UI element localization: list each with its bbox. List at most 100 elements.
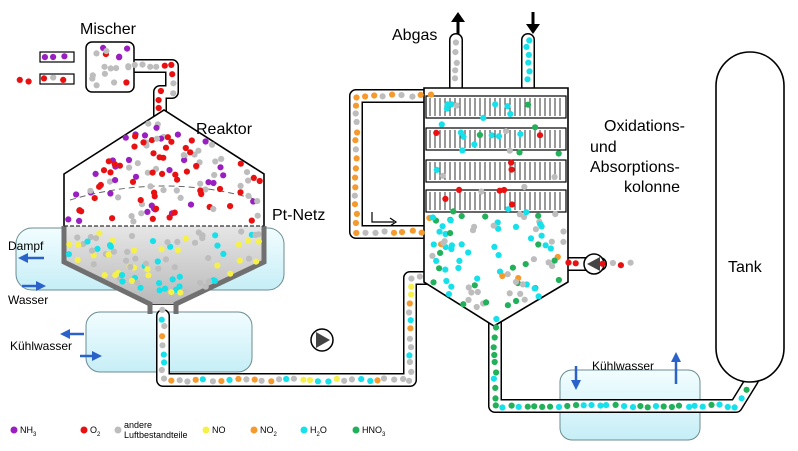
particle-no2 (251, 376, 258, 383)
particle-o2 (159, 170, 166, 177)
column-tray (425, 189, 567, 213)
legend-h2o-sub: 2 (317, 432, 321, 438)
particle-h2o (199, 376, 206, 383)
particle-hno3 (430, 279, 437, 286)
particle-air (159, 342, 166, 349)
legend-hno3-label: HNO (362, 425, 382, 435)
legend-nh3: NH3 (10, 425, 37, 438)
particle-h2o (480, 114, 487, 121)
particle-h2o (169, 276, 176, 283)
particle-air (162, 256, 170, 263)
particle-o2 (25, 78, 32, 85)
particle-o2 (237, 189, 244, 196)
offgas-label: Abgas (392, 27, 437, 44)
particle-hno3 (460, 301, 467, 308)
particle-h2o (588, 402, 595, 409)
particle-h2o (471, 141, 478, 148)
particle-hno3 (491, 358, 498, 366)
particle-air (209, 378, 216, 385)
particle-hno3 (483, 299, 490, 306)
particle-nh3 (141, 132, 149, 139)
particle-nh3 (65, 216, 72, 223)
particle-air (519, 281, 527, 288)
particle-air (352, 110, 359, 117)
particle-no (214, 262, 221, 269)
particle-no2 (354, 129, 361, 136)
particle-o2 (188, 137, 195, 144)
particle-no2 (353, 94, 360, 101)
particle-air (176, 377, 183, 384)
particle-air (93, 82, 100, 89)
particle-nh3 (125, 156, 133, 164)
particle-no (128, 277, 136, 284)
particle-air (517, 290, 524, 297)
particle-o2 (157, 87, 164, 95)
particle-air (144, 169, 151, 176)
legend-no-label: NO (212, 425, 226, 435)
particle-air (89, 72, 96, 79)
particle-nh3 (61, 53, 68, 60)
particle-air (87, 187, 94, 194)
particle-h2o (526, 68, 533, 75)
particle-h2o (525, 51, 532, 59)
particle-air (103, 48, 110, 55)
particle-nh3 (92, 170, 99, 177)
particle-h2o (447, 217, 454, 224)
particle-h2o (358, 376, 365, 383)
particle-o2 (149, 215, 156, 222)
particle-air (258, 377, 265, 384)
particle-no (333, 375, 340, 382)
particle-o2 (123, 79, 130, 86)
particle-air (125, 64, 132, 71)
particle-air (372, 229, 379, 236)
particle-air (502, 128, 510, 135)
particle-h2o (512, 223, 520, 230)
particle-o2 (599, 260, 606, 267)
particle-o2 (131, 143, 138, 150)
particle-hno3 (436, 265, 443, 272)
particle-nh3 (41, 54, 49, 61)
particle-hno3 (531, 403, 538, 410)
svg-text:HNO3: HNO3 (362, 425, 386, 438)
pt-net-label: Pt-Netz (272, 207, 325, 224)
particle-hno3 (668, 403, 676, 411)
svg-text:NH3: NH3 (20, 425, 37, 438)
particle-h2o (495, 133, 503, 140)
particle-h2o (603, 402, 610, 409)
particle-no2 (159, 333, 166, 340)
particle-air (131, 61, 138, 68)
particle-o2 (151, 189, 158, 196)
particle-hno3 (551, 257, 558, 264)
particle-o2 (109, 215, 116, 222)
particle-o2 (160, 154, 167, 161)
particle-h2o (495, 225, 502, 232)
particle-h2o (523, 209, 530, 216)
particle-no2 (407, 325, 414, 332)
particle-h2o (499, 404, 506, 411)
particle-no (182, 235, 189, 242)
particle-air (352, 146, 359, 153)
particle-air (406, 377, 413, 384)
particle-no (236, 257, 243, 264)
particle-air (465, 296, 472, 304)
particle-hno3 (522, 261, 529, 268)
particle-hno3 (532, 124, 539, 131)
particle-air (398, 92, 405, 99)
particle-hno3 (492, 384, 499, 391)
particle-nh3 (174, 131, 181, 138)
particle-air (126, 164, 133, 171)
legend-no: NO (202, 425, 226, 435)
particle-no (227, 270, 234, 277)
particle-no2 (499, 272, 506, 280)
particle-air (171, 264, 178, 271)
particle-air (123, 257, 130, 264)
particle-air (552, 211, 559, 218)
particle-o2 (172, 171, 179, 178)
particle-h2o (176, 273, 183, 280)
particle-no2 (352, 165, 359, 172)
particle-hno3 (612, 401, 619, 408)
column-label-line1: Oxidations- (604, 118, 685, 135)
particle-o2 (129, 178, 137, 185)
particle-h2o (433, 166, 440, 173)
particle-o2 (216, 185, 224, 193)
